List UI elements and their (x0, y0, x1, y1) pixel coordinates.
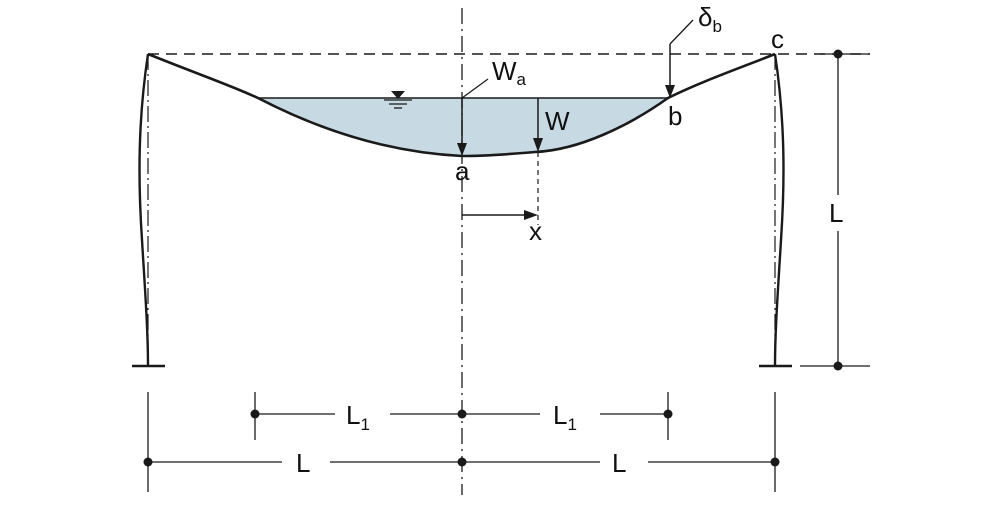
label-height-l: L (829, 198, 843, 228)
wa-leader (461, 78, 489, 99)
label-point-b: b (668, 101, 682, 131)
label-point-c: c (771, 24, 784, 54)
label-span-l-right: L (612, 448, 626, 478)
l1-dot-right (663, 409, 673, 419)
label-span-l-left: L (296, 448, 310, 478)
l1-dot-center (457, 409, 467, 419)
l-dot-right (770, 457, 780, 467)
delta-leader (669, 19, 694, 45)
water-level-icon (384, 91, 412, 109)
l1-dot-left (250, 409, 260, 419)
label-w: W (545, 106, 570, 136)
label-l1-right: L1 (553, 400, 577, 434)
w-arrowhead (533, 138, 543, 152)
left-column-deformed (138, 53, 150, 367)
ponded-water (258, 98, 668, 156)
label-l1-left: L1 (346, 400, 370, 434)
label-point-a: a (455, 156, 470, 186)
delta-arrowhead (665, 85, 675, 98)
height-dot-top (833, 49, 843, 59)
right-column-deformed (773, 53, 785, 367)
x-arrowhead (524, 210, 538, 220)
height-dot-bottom (833, 361, 843, 371)
deflected-roof (147, 52, 776, 158)
label-delta-b: δb (698, 2, 722, 36)
wa-arrowhead (457, 143, 467, 156)
label-wa: Wa (492, 56, 527, 89)
l-dot-left (143, 457, 153, 467)
l-dot-center (457, 457, 467, 467)
label-x: x (529, 216, 542, 246)
